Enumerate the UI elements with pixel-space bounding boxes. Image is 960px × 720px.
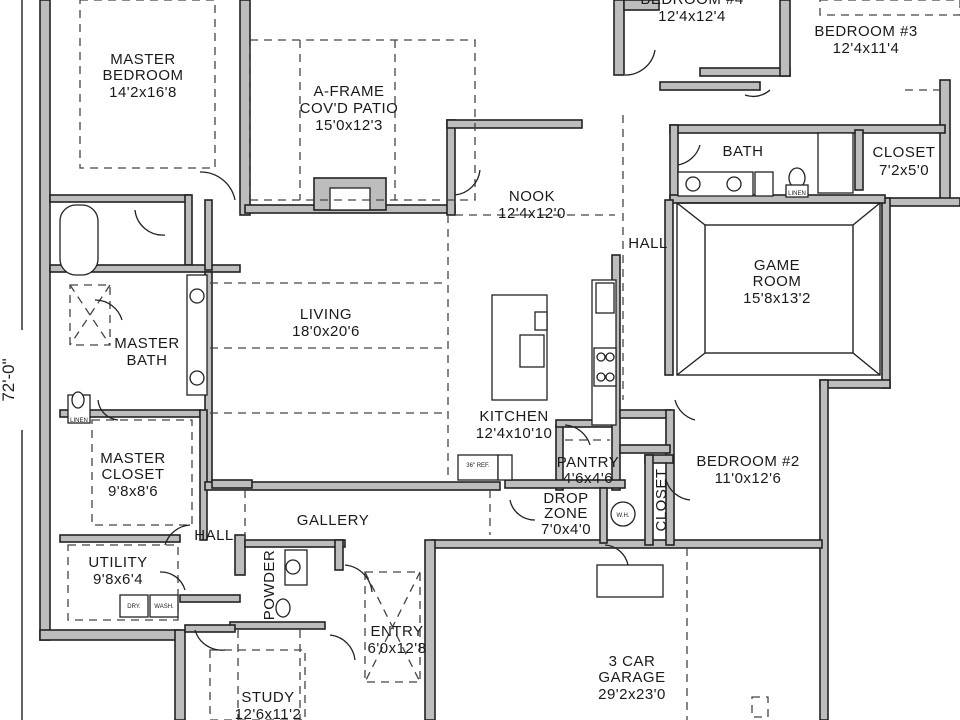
master-closet-label: CLOSET: [101, 466, 164, 483]
nook-label: NOOK: [509, 188, 555, 205]
bedroom-2-size: 11'0x12'6: [715, 470, 782, 487]
ceiling-lines: [67, 0, 960, 720]
sink-icon: [685, 176, 701, 192]
utility-label: UTILITY: [88, 554, 147, 571]
master-closet-label: MASTER: [100, 450, 166, 467]
drop-zone-label: ZONE: [544, 505, 588, 522]
linen-icon: [785, 184, 809, 198]
entry-size: 6'0x12'8: [368, 640, 427, 657]
master-bath-label: BATH: [127, 352, 168, 369]
game-room-tray: [676, 202, 881, 376]
powder-label: POWDER: [261, 550, 278, 621]
closet-lower-label: CLOSET: [653, 468, 670, 531]
nook-size: 12'4x12'0: [498, 205, 566, 222]
tub-shower-icon: [817, 132, 854, 194]
game-room-label: ROOM: [753, 273, 802, 290]
bedroom-3-label: BEDROOM #3: [814, 23, 917, 40]
vanity-counter: [186, 274, 208, 396]
bedroom-4-size: 12'4x12'4: [658, 8, 726, 25]
entry-label: ENTRY: [370, 623, 423, 640]
drop-zone-label: DROP: [543, 490, 588, 507]
water-heater-label: W.H.: [617, 513, 630, 519]
study-size: 12'6x11'2: [235, 706, 302, 720]
toilet-icon: [275, 598, 291, 618]
dryer-label: DRY.: [127, 604, 141, 610]
drop-zone-size: 7'0x4'0: [541, 521, 591, 538]
pantry-label: PANTRY: [557, 454, 619, 471]
closet-upper-size: 7'2x5'0: [879, 162, 929, 179]
hall-right-label: HALL: [628, 235, 668, 252]
gallery-label: GALLERY: [297, 512, 369, 529]
garage-table-icon: [596, 564, 664, 598]
sink-icon: [726, 176, 742, 192]
hall-left-label: HALL: [194, 527, 234, 544]
study-label: STUDY: [241, 689, 294, 706]
washer-label: WASH.: [154, 604, 174, 610]
linen-label-bath: LINEN: [788, 191, 806, 197]
fixtures: [59, 132, 854, 718]
patio-label: A-FRAME: [314, 83, 385, 100]
living-size: 18'0x20'6: [292, 323, 360, 340]
linen-label: LINEN: [70, 418, 88, 424]
kitchen-size: 12'4x10'10: [476, 425, 553, 442]
master-closet-size: 9'8x8'6: [108, 483, 158, 500]
bath-label: BATH: [723, 143, 764, 160]
sink-icon: [285, 559, 301, 575]
closet-upper-label: CLOSET: [872, 144, 935, 161]
counter-fridge-side: [497, 454, 513, 481]
patio-size: 15'0x12'3: [315, 117, 383, 134]
island-sink: [519, 334, 545, 368]
living-label: LIVING: [300, 306, 352, 323]
bedroom-3-size: 12'4x11'4: [833, 40, 900, 57]
garage-label: 3 CAR: [609, 653, 656, 670]
kitchen-label: KITCHEN: [479, 408, 548, 425]
appliance-labels: 36" REF. DRY. WASH. LINEN LINEN W.H.: [70, 191, 806, 610]
bedroom-2-label: BEDROOM #2: [696, 453, 799, 470]
master-bedroom-size: 14'2x16'8: [109, 84, 177, 101]
interior-walls: [49, 81, 946, 633]
pantry-size: 4'6x4'6: [563, 470, 613, 487]
garage-size: 29'2x23'0: [598, 686, 666, 703]
oven-icon: [595, 282, 615, 314]
master-bath-label: MASTER: [114, 335, 180, 352]
doors: [94, 49, 771, 661]
washer-icon: [149, 594, 179, 618]
water-heater-icon: [610, 501, 636, 527]
master-bedroom-label: BEDROOM: [102, 67, 183, 84]
sink-icon: [189, 288, 205, 304]
game-room-label: GAME: [754, 257, 800, 274]
patio-label: COV'D PATIO: [300, 100, 399, 117]
master-bedroom-label: MASTER: [110, 51, 176, 68]
utility-size: 9'8x6'4: [93, 571, 143, 588]
room-labels: MASTER BEDROOM 14'2x16'8 A-FRAME COV'D P…: [88, 0, 935, 720]
fridge-label: 36" REF.: [466, 463, 490, 469]
freestanding-tub-icon: [59, 204, 99, 276]
bedroom-4-label: BEDROOM #4: [640, 0, 743, 8]
dryer-icon: [119, 594, 149, 618]
toilet-icon: [71, 391, 85, 409]
garage-label: GARAGE: [598, 669, 665, 686]
game-room-size: 15'8x13'2: [743, 290, 811, 307]
toilet-tank-icon: [754, 171, 774, 197]
overall-depth-dimension: 72'-0": [0, 358, 18, 401]
sink-icon: [189, 370, 205, 386]
dishwasher-icon: [534, 311, 548, 331]
